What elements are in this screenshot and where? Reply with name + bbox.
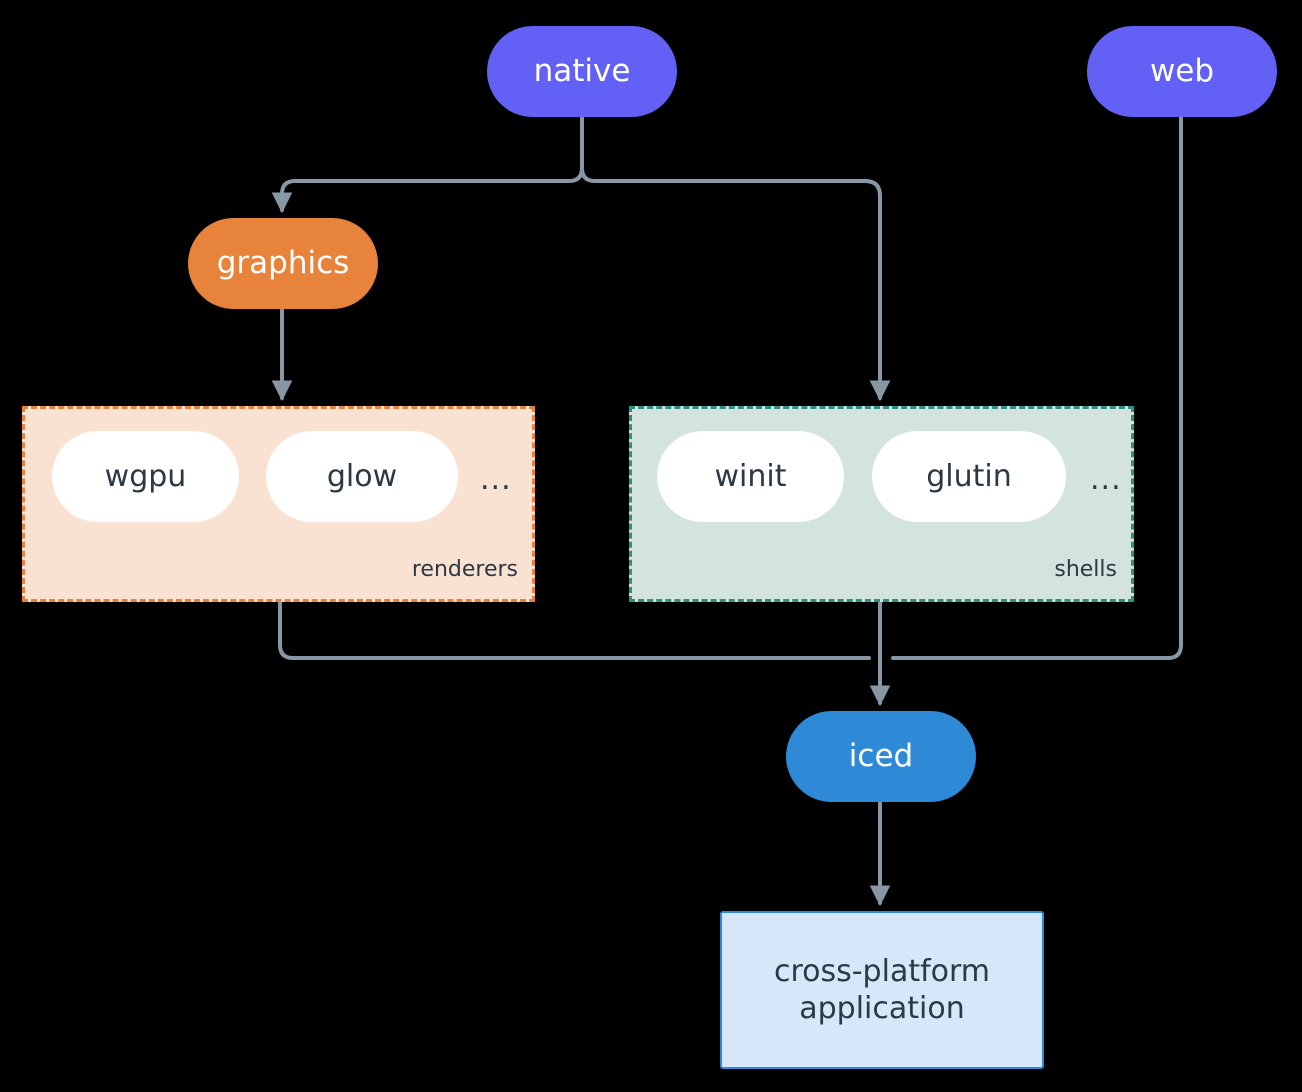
group-renderers[interactable]: wgpu glow ... renderers <box>22 406 535 602</box>
node-web[interactable]: web <box>1087 26 1277 117</box>
renderers-overflow-ellipsis: ... <box>480 462 512 497</box>
node-native-label: native <box>533 53 631 90</box>
node-glow[interactable]: glow <box>266 431 458 522</box>
group-renderers-label: renderers <box>411 557 518 582</box>
node-iced[interactable]: iced <box>786 711 976 802</box>
group-shells-content: winit glutin ... shells <box>632 409 1131 599</box>
node-winit-label: winit <box>714 459 787 494</box>
node-graphics-label: graphics <box>216 245 350 282</box>
edge-native-bus-left <box>271 166 584 214</box>
shells-overflow-ellipsis: ... <box>1090 462 1122 497</box>
edge-renderers-to-iced <box>278 600 871 660</box>
edge-native-to-shells <box>863 179 891 402</box>
node-glow-label: glow <box>326 459 398 494</box>
node-wgpu-label: wgpu <box>104 459 187 494</box>
node-graphics[interactable]: graphics <box>188 218 378 309</box>
node-native[interactable]: native <box>487 26 677 117</box>
node-winit[interactable]: winit <box>657 431 844 522</box>
node-wgpu[interactable]: wgpu <box>52 431 239 522</box>
node-cross-platform-application[interactable]: cross-platform application <box>720 911 1044 1069</box>
application-label-line-2: application <box>799 991 965 1026</box>
application-label-line-1: cross-platform <box>773 953 991 989</box>
group-shells[interactable]: winit glutin ... shells <box>629 406 1134 602</box>
node-glutin-label: glutin <box>926 459 1012 494</box>
group-shells-label: shells <box>1054 557 1117 582</box>
node-web-label: web <box>1149 53 1215 90</box>
node-iced-label: iced <box>848 738 914 775</box>
group-renderers-content: wgpu glow ... renderers <box>25 409 532 599</box>
edge-native-to-graphics <box>580 115 867 183</box>
node-glutin[interactable]: glutin <box>872 431 1066 522</box>
